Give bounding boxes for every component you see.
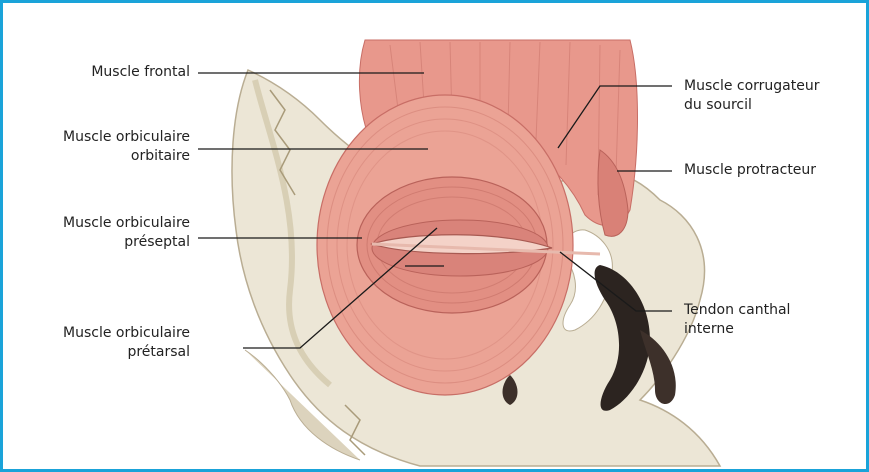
label-orb-pretarsal-line2: prétarsal [20, 343, 190, 362]
label-orb-orbitaire: Muscle orbiculaire orbitaire [20, 128, 190, 166]
label-protracteur: Muscle protracteur [684, 161, 854, 180]
label-corrugateur-line1: Muscle corrugateur [684, 77, 854, 96]
label-tendon: Tendon canthal interne [684, 301, 854, 339]
label-protracteur-line1: Muscle protracteur [684, 161, 854, 180]
label-orb-pretarsal-line1: Muscle orbiculaire [20, 324, 190, 343]
label-tendon-line2: interne [684, 320, 854, 339]
label-corrugateur: Muscle corrugateur du sourcil [684, 77, 854, 115]
label-frontal: Muscle frontal [40, 63, 190, 82]
label-orb-preseptal: Muscle orbiculaire préseptal [20, 214, 190, 252]
label-orb-preseptal-line1: Muscle orbiculaire [20, 214, 190, 233]
label-tendon-line1: Tendon canthal [684, 301, 854, 320]
label-orb-preseptal-line2: préseptal [20, 233, 190, 252]
label-orb-pretarsal: Muscle orbiculaire prétarsal [20, 324, 190, 362]
label-frontal-line1: Muscle frontal [40, 63, 190, 82]
label-orb-orbitaire-line2: orbitaire [20, 147, 190, 166]
label-corrugateur-line2: du sourcil [684, 96, 854, 115]
label-orb-orbitaire-line1: Muscle orbiculaire [20, 128, 190, 147]
